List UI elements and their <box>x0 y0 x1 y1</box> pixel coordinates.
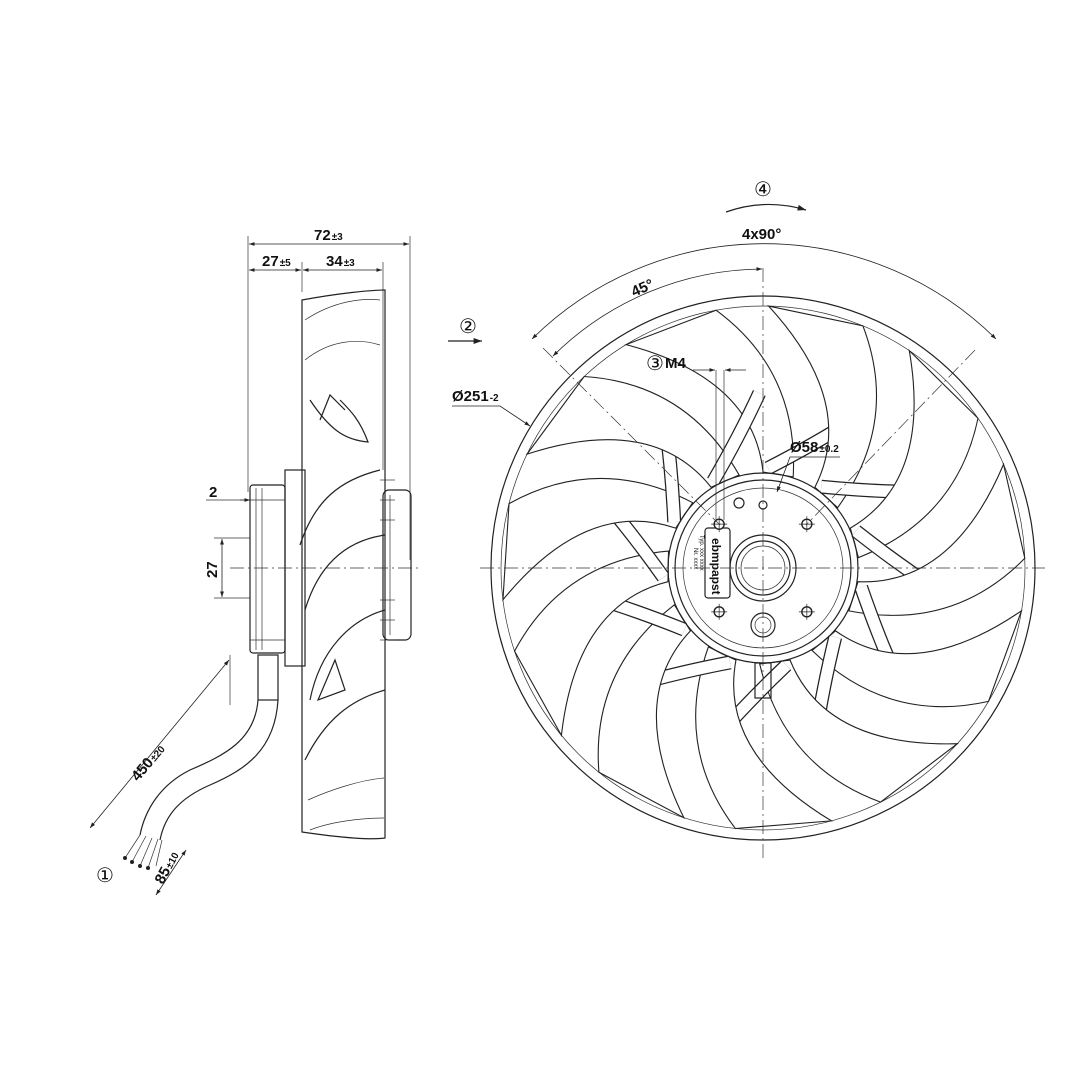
blade <box>597 604 692 820</box>
hub-height-label: 27 <box>204 561 221 578</box>
diameter-label: Ø251-2 <box>452 388 499 405</box>
blade <box>525 375 740 488</box>
angle-offset-arc <box>552 267 763 357</box>
blade <box>766 305 877 509</box>
shaft-step-label: 2 <box>209 484 217 501</box>
rotation-arrow <box>725 203 807 213</box>
airflow-callout: ② <box>459 316 477 338</box>
overall-length-label: 72±3 <box>314 227 343 244</box>
number-label: Nr. xxxx <box>692 548 698 569</box>
blades <box>502 305 1026 830</box>
brand-label: ebmpapst <box>709 538 723 595</box>
blade <box>513 550 670 738</box>
cable-length-label: 450±20 <box>128 741 169 785</box>
angle-spacing-label: 4x90° <box>742 226 781 243</box>
side-view: 72±3 27±5 34±3 <box>89 227 420 896</box>
blade <box>811 609 1023 708</box>
cable-callout: ① <box>96 865 114 887</box>
strip-length-label: 85±10 <box>152 848 183 887</box>
hub-diameter-label: Ø58±0.2 <box>790 439 839 456</box>
strip-length-dimension <box>155 849 187 896</box>
blade <box>849 349 979 559</box>
thread-label: M4 <box>665 355 686 372</box>
front-view: ebmpapst Typ. xxx xxxx Nr. xxxx 4x90° 45… <box>448 179 1045 860</box>
blade-rib <box>708 390 765 485</box>
blade <box>695 646 834 830</box>
blade <box>502 477 694 602</box>
blade <box>759 659 960 803</box>
rotation-callout: ④ <box>754 179 772 201</box>
blade-depth-label: 34±3 <box>326 253 355 270</box>
blade <box>848 462 1026 616</box>
type-label: Typ. xxx xxxx <box>698 535 704 571</box>
mounting-thread-callout: ③ <box>646 353 664 375</box>
cable-length-dimension <box>89 659 230 829</box>
hub-offset-label: 27±5 <box>262 253 291 270</box>
angle-offset-label: 45° <box>629 276 657 301</box>
angle-spacing-arc <box>531 243 997 340</box>
mounting-holes <box>711 516 815 620</box>
impeller-side <box>299 289 395 840</box>
motor-body-side <box>249 469 412 667</box>
